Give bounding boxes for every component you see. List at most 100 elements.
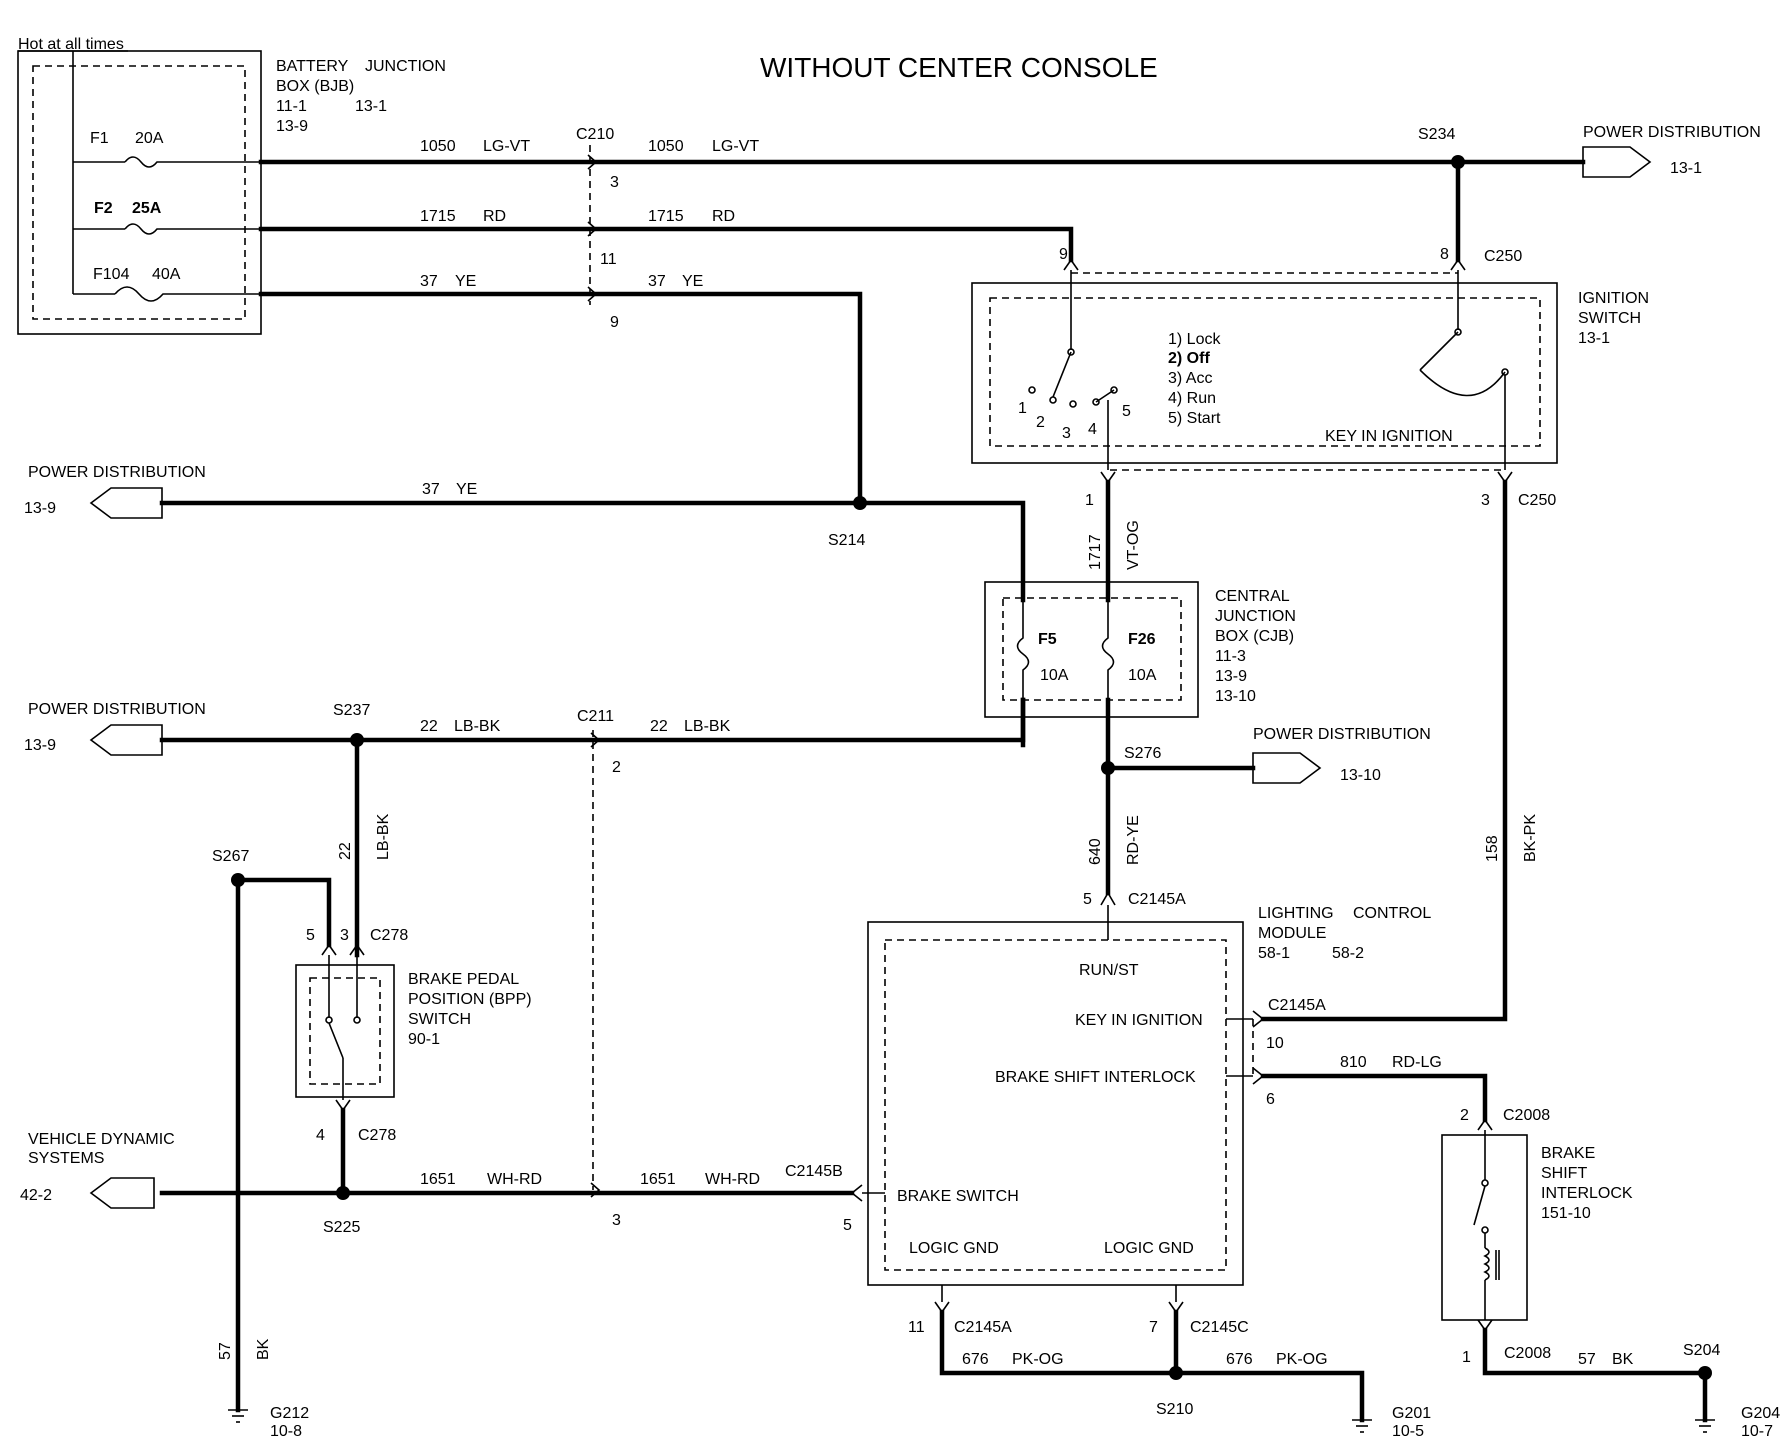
wire-1715-color: RD: [483, 208, 506, 225]
splice-s204: [1698, 1366, 1712, 1380]
wire-37-ye: 37 YE 37 YE 37 YE: [159, 273, 1026, 603]
splice-s214: [853, 496, 867, 510]
lighting-control-module: RUN/ST KEY IN IGNITION BRAKE SHIFT INTER…: [785, 891, 1431, 1336]
wire-676-num-2: 676: [1226, 1351, 1253, 1368]
fuse-f26-id: F26: [1128, 631, 1156, 648]
power-dist-13-9-upper-label: POWER DISTRIBUTION: [28, 464, 206, 481]
ign-ref: 13-1: [1578, 330, 1610, 347]
ign-pin-8-arrow: [1450, 258, 1466, 271]
c250-label-bottom: C250: [1518, 492, 1556, 509]
lcm-pin-logic-gnd-2: LOGIC GND: [1104, 1240, 1194, 1257]
lcm-pin-runst: RUN/ST: [1079, 962, 1139, 979]
ign-pin-8: 8: [1440, 246, 1449, 263]
wire-1651-color: WH-RD: [487, 1171, 542, 1188]
lcm-pin-brake-switch: BRAKE SWITCH: [897, 1188, 1019, 1205]
bsi-name-2: SHIFT: [1541, 1165, 1587, 1182]
wire-57-bk-left: 57 BK: [217, 877, 272, 1413]
ground-g204-id: G204: [1741, 1405, 1780, 1422]
ign-pin-9: 9: [1059, 246, 1068, 263]
lcm-key-arrow: [1252, 1010, 1265, 1028]
wire-676-color: PK-OG: [1012, 1351, 1064, 1368]
wire-57-bk-right: 57 BK: [1482, 1327, 1708, 1423]
fuse-f5-id: F5: [1038, 631, 1057, 648]
cjb-name-1: CENTRAL: [1215, 588, 1290, 605]
bjb-name-1: BATTERY: [276, 58, 349, 75]
bsi-pin-2: 2: [1460, 1107, 1469, 1124]
fuse-f5-rating: 10A: [1040, 667, 1069, 684]
wire-810-rd-lg: 810 RD-LG: [1260, 1054, 1488, 1123]
bpp-pin-3-arrow: [349, 943, 365, 956]
splice-s237: [350, 733, 364, 747]
bjb-ref-1: 11-1: [276, 98, 307, 115]
bpp-outline: [295, 964, 395, 1098]
power-dist-13-1-ref: 13-1: [1670, 160, 1702, 177]
bsi-coil-symbol: [1483, 1247, 1490, 1281]
ground-g204-ref: 10-7: [1741, 1423, 1773, 1440]
ground-g212-id: G212: [270, 1405, 309, 1422]
power-dist-13-9-lower: POWER DISTRIBUTION 13-9: [24, 701, 206, 756]
fuse-f26-rating: 10A: [1128, 667, 1157, 684]
lcm-name-1: LIGHTING: [1258, 905, 1334, 922]
ign-pos-1: 1: [1018, 400, 1027, 417]
ign-position-3: 3) Acc: [1168, 370, 1212, 387]
bpp-pin-5: 5: [306, 927, 315, 944]
wire-37-color-3: YE: [456, 481, 477, 498]
c2008-label-top: C2008: [1503, 1107, 1550, 1124]
splice-s225: [336, 1186, 350, 1200]
connector-c211: C211 2 3: [577, 708, 621, 1229]
fuse-f2-rating: 25A: [132, 200, 162, 217]
splice-s276-label: S276: [1124, 745, 1161, 762]
power-dist-13-9-lower-label: POWER DISTRIBUTION: [28, 701, 206, 718]
hot-at-all-times-note: Hot at all times: [18, 36, 124, 53]
lcm-pin-5-arrow: [1100, 891, 1116, 906]
bsi-pin-2-arrow: [1477, 1118, 1493, 1131]
connector-c210: C210 3 11 9: [576, 126, 619, 331]
wire-22-color-3: LB-BK: [375, 813, 392, 860]
cjb-ref-1: 11-3: [1215, 648, 1246, 665]
ign-pos-3: 3: [1062, 425, 1071, 442]
ign-position-5: 5) Start: [1168, 410, 1221, 427]
power-dist-13-10: POWER DISTRIBUTION 13-10: [1252, 726, 1431, 784]
wire-22-color-2: LB-BK: [684, 718, 731, 735]
bpp-ref: 90-1: [408, 1031, 440, 1048]
bjb-inner-dashed: [32, 65, 246, 320]
wire-1651-wh-rd: 1651 WH-RD 1651 WH-RD: [159, 1171, 855, 1196]
wire-676-color-2: PK-OG: [1276, 1351, 1328, 1368]
wire-22-num-3: 22: [337, 842, 354, 860]
vehicle-dynamic-label-1: VEHICLE DYNAMIC: [28, 1131, 175, 1148]
splice-s204-label: S204: [1683, 1342, 1720, 1359]
splice-s210: [1169, 1366, 1183, 1380]
c250-label-top: C250: [1484, 248, 1522, 265]
ground-g201-id: G201: [1392, 1405, 1431, 1422]
ign-pos-2: 2: [1036, 414, 1045, 431]
wire-640-num: 640: [1087, 838, 1104, 865]
wire-676-pk-og: 676 PK-OG 676 PK-OG: [939, 1309, 1365, 1423]
c210-pin-9: 9: [610, 314, 619, 331]
lcm-pin-6: 6: [1266, 1091, 1275, 1108]
lcm-name-3: MODULE: [1258, 925, 1326, 942]
cjb-outline: [984, 581, 1199, 718]
splice-s225-label: S225: [323, 1219, 360, 1236]
power-dist-13-1-arrow: [1582, 146, 1652, 178]
lcm-pin-logic-gnd-1: LOGIC GND: [909, 1240, 999, 1257]
ign-name-2: SWITCH: [1578, 310, 1641, 327]
fuse-f1-symbol: [124, 156, 261, 168]
wire-1717-color: VT-OG: [1125, 520, 1142, 570]
fuse-f1-id: F1: [90, 130, 109, 147]
wire-57-num-right: 57: [1578, 1351, 1596, 1368]
lcm-pin-10: 10: [1266, 1035, 1284, 1052]
ignition-switch: 1 2 3 4 5 1) Lock 2) Off 3) Acc 4) Run 5…: [971, 246, 1649, 509]
ign-position-2: 2) Off: [1168, 350, 1210, 367]
power-dist-13-9-lower-arrow: [89, 724, 163, 756]
c210-pin-3: 3: [610, 174, 619, 191]
wire-676-num: 676: [962, 1351, 989, 1368]
wire-640-color: RD-YE: [1125, 815, 1142, 865]
lcm-outline: [867, 921, 1244, 1286]
power-dist-13-9-upper: POWER DISTRIBUTION 13-9: [24, 464, 206, 519]
c211-pin-3: 3: [612, 1212, 621, 1229]
fuse-f104-rating: 40A: [152, 266, 181, 283]
bjb-outline: [17, 50, 262, 335]
power-dist-13-10-ref: 13-10: [1340, 767, 1381, 784]
c210-label: C210: [576, 126, 614, 143]
fuse-f1-rating: 20A: [135, 130, 164, 147]
